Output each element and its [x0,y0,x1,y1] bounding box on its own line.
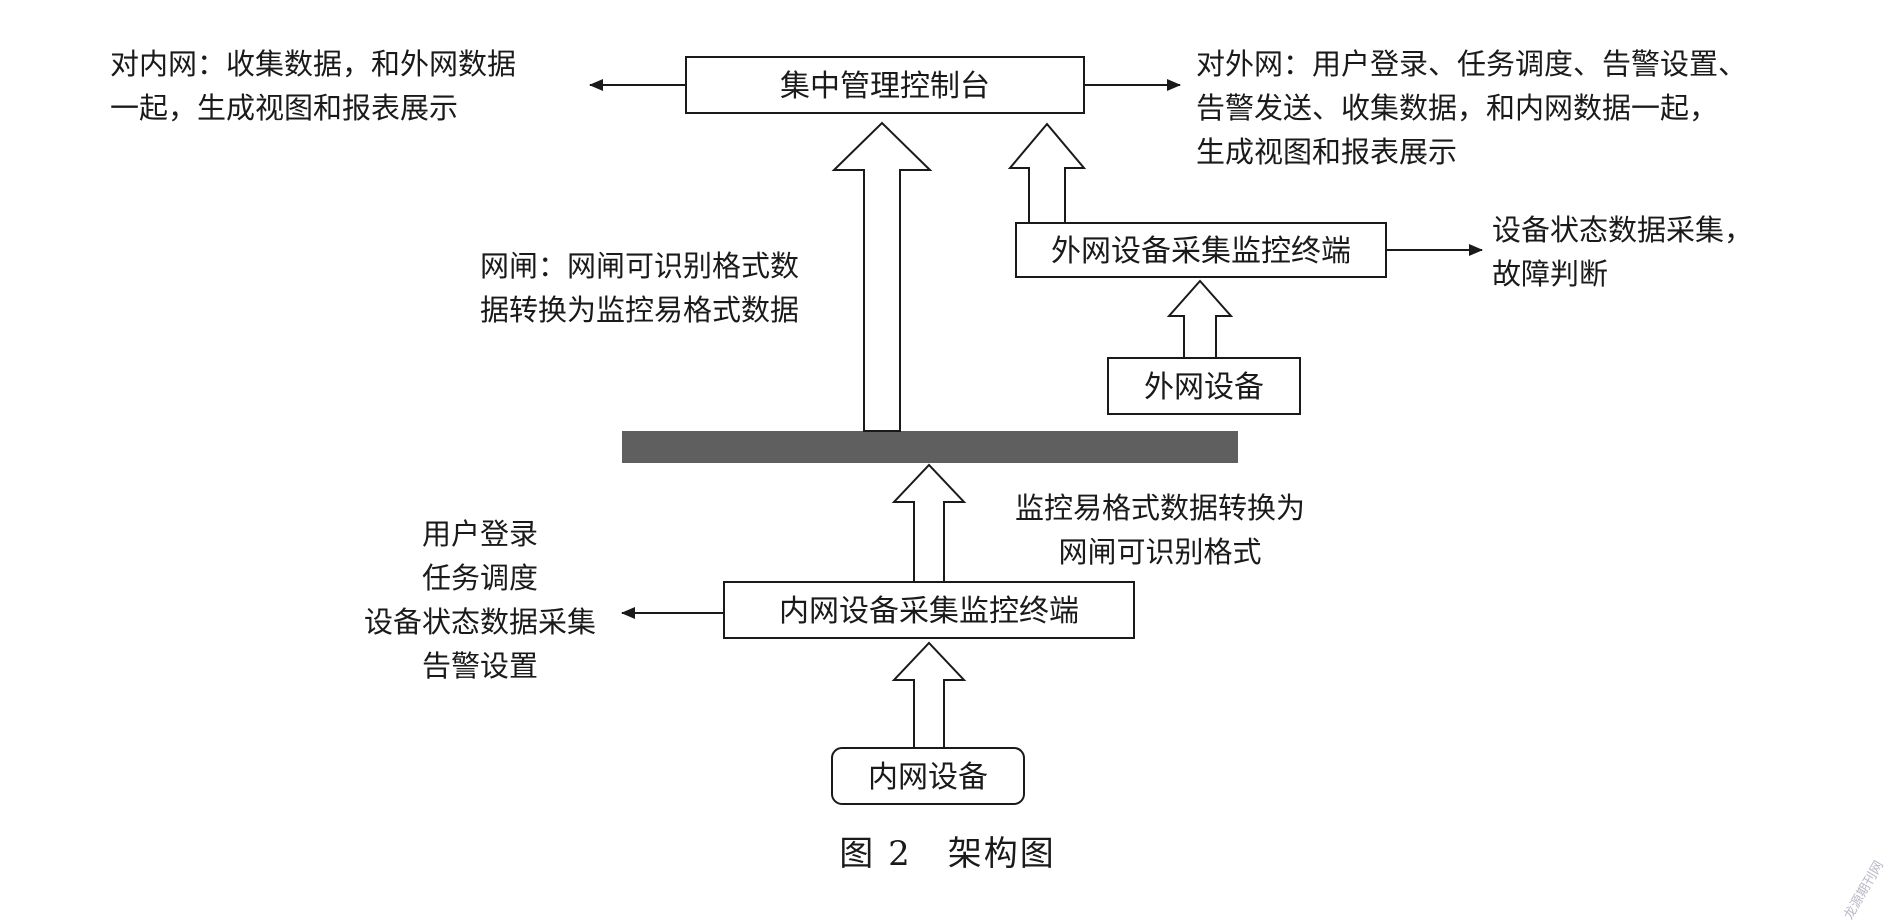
gateway-note-line: 据转换为监控易格式数据 [480,288,799,332]
internal-device-to-terminal-arrow [894,643,964,748]
internal-terminal-function-line: 告警设置 [340,644,620,688]
gateway-note-line: 网闸：网闸可识别格式数 [480,244,799,288]
internal-terminal-label: 内网设备采集监控终端 [779,594,1079,629]
external-device-label: 外网设备 [1144,370,1264,405]
external-terminal-label: 外网设备采集监控终端 [1051,234,1351,269]
internal-network-note-line: 对内网：收集数据，和外网数据 [110,42,516,86]
internal-terminal-function-line: 用户登录 [340,512,620,556]
conversion-note-line: 监控易格式数据转换为 [980,486,1340,530]
internal-network-note: 对内网：收集数据，和外网数据 一起，生成视图和报表展示 [110,42,516,130]
gateway-note: 网闸：网闸可识别格式数 据转换为监控易格式数据 [480,244,799,332]
figure-number: 图 2 [839,834,911,874]
figure-title: 架构图 [948,834,1056,874]
internal-network-note-line: 一起，生成视图和报表展示 [110,86,516,130]
conversion-note: 监控易格式数据转换为 网闸可识别格式 [980,486,1340,574]
internal-device-label: 内网设备 [868,760,988,795]
external-network-note-line: 对外网：用户登录、任务调度、告警设置、 [1196,42,1747,86]
external-terminal-function-line: 故障判断 [1492,252,1753,296]
external-network-note-line: 生成视图和报表展示 [1196,130,1747,174]
external-terminal-function-line: 设备状态数据采集， [1492,208,1753,252]
figure-caption: 图 2 架构图 [0,826,1895,875]
external-network-note-line: 告警发送、收集数据，和内网数据一起， [1196,86,1747,130]
external-device-to-terminal-arrow [1169,281,1231,358]
console-label: 集中管理控制台 [780,69,990,104]
external-terminal-to-console-arrow [1010,124,1084,223]
internal-terminal-function-line: 设备状态数据采集 [340,600,620,644]
internal-terminal-function-note: 用户登录 任务调度 设备状态数据采集 告警设置 [340,512,620,688]
gateway-bar [622,431,1238,463]
gateway-to-console-arrow [834,123,930,431]
internal-terminal-function-line: 任务调度 [340,556,620,600]
external-network-note: 对外网：用户登录、任务调度、告警设置、 告警发送、收集数据，和内网数据一起， 生… [1196,42,1747,174]
internal-terminal-to-gateway-arrow [894,465,964,582]
conversion-note-line: 网闸可识别格式 [980,530,1340,574]
external-terminal-function-note: 设备状态数据采集， 故障判断 [1492,208,1753,296]
